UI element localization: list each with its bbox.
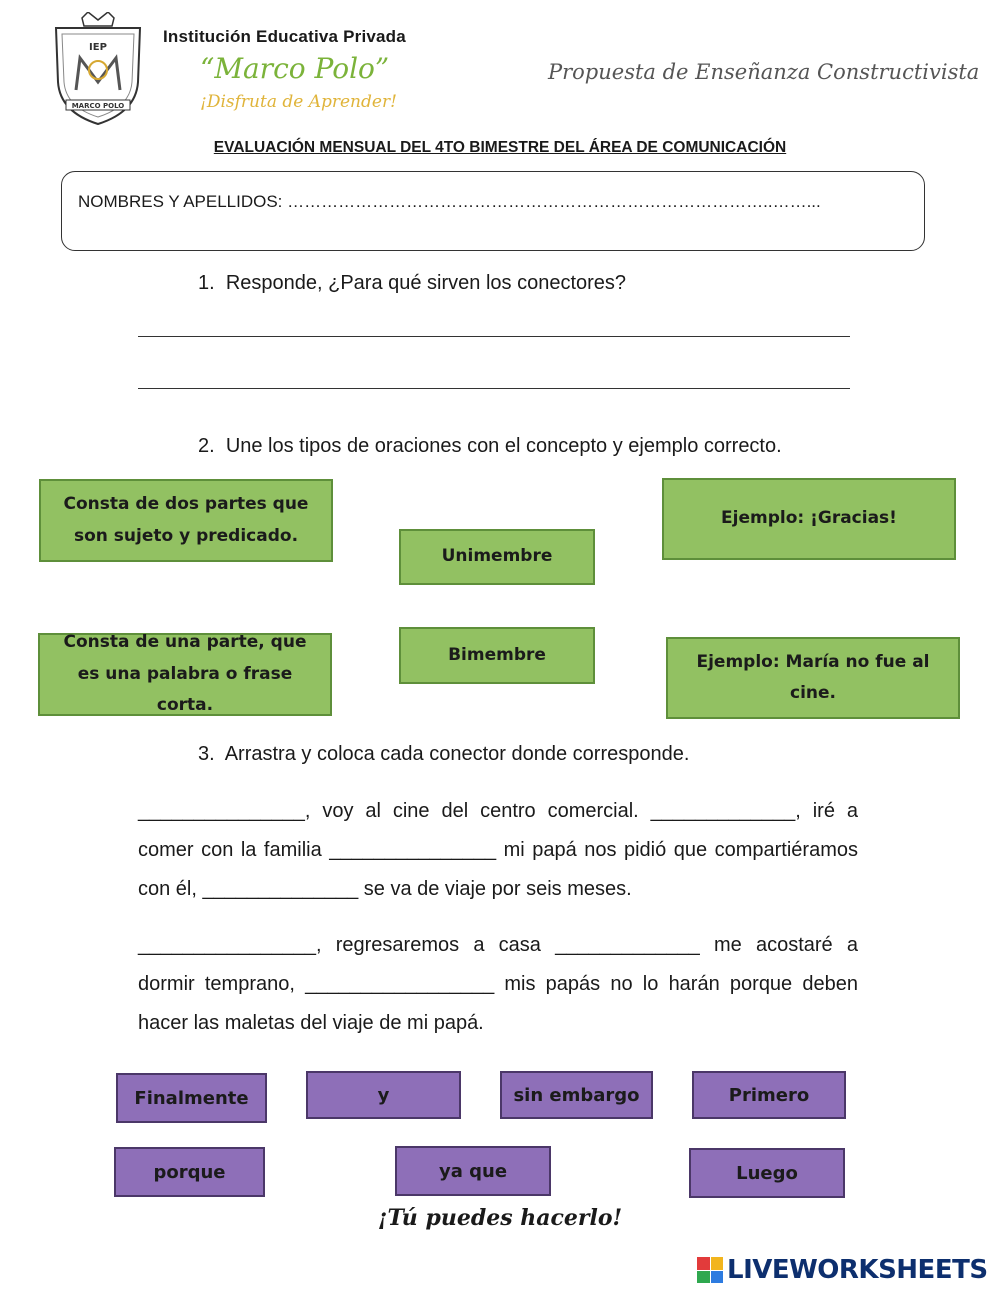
teaching-proposal: Propuesta de Enseñanza Constructivista: [548, 60, 980, 84]
fill-in-paragraph-1[interactable]: _______________, voy al cine del centro …: [138, 800, 858, 900]
question-text: Arrastra y coloca cada conector donde co…: [224, 743, 690, 765]
school-name: Institución Educativa Privada: [163, 27, 406, 46]
question-3: 3. Arrastra y coloca cada conector donde…: [198, 743, 689, 766]
svg-text:MARCO POLO: MARCO POLO: [72, 102, 125, 110]
question-number: 3.: [198, 743, 215, 765]
school-logo: IEP MARCO POLO: [52, 10, 144, 127]
answer-line-2[interactable]: [138, 388, 850, 389]
connector-chip-sin-embargo[interactable]: sin embargo: [500, 1071, 653, 1119]
exam-title: EVALUACIÓN MENSUAL DEL 4TO BIMESTRE DEL …: [213, 139, 787, 156]
concept-box-one-part[interactable]: Consta de una parte, que es una palabra …: [38, 632, 332, 716]
type-box-unimembre[interactable]: Unimembre: [399, 529, 595, 585]
example-box-gracias[interactable]: Ejemplo: ¡Gracias!: [662, 478, 956, 560]
name-box: [61, 171, 925, 251]
connector-chip-primero[interactable]: Primero: [692, 1071, 846, 1119]
school-tagline: ¡Disfruta de Aprender!: [200, 92, 397, 112]
concept-box-two-parts[interactable]: Consta de dos partes que son sujeto y pr…: [39, 479, 333, 562]
school-crest-icon: IEP MARCO POLO: [54, 10, 142, 126]
question-number: 1.: [198, 272, 215, 294]
school-motto-name: “Marco Polo”: [200, 52, 390, 85]
connector-chip-finalmente[interactable]: Finalmente: [116, 1073, 267, 1123]
answer-line-1[interactable]: [138, 336, 850, 337]
svg-text:IEP: IEP: [89, 42, 107, 53]
connector-chip-ya-que[interactable]: ya que: [395, 1146, 551, 1196]
connector-chip-porque[interactable]: porque: [114, 1147, 265, 1197]
type-box-bimembre[interactable]: Bimembre: [399, 627, 595, 684]
question-2: 2. Une los tipos de oraciones con el con…: [198, 435, 782, 458]
encouragement-text: ¡Tú puedes hacerlo!: [377, 1205, 623, 1231]
question-number: 2.: [198, 435, 215, 457]
question-text: Responde, ¿Para qué sirven los conectore…: [225, 272, 627, 294]
brand-name: LIVEWORKSHEETS: [727, 1255, 988, 1285]
connector-chip-y[interactable]: y: [306, 1071, 461, 1119]
fill-in-paragraph-2[interactable]: ________________, regresaremos a casa __…: [138, 934, 858, 1034]
question-1: 1. Responde, ¿Para qué sirven los conect…: [198, 272, 626, 295]
example-box-maria[interactable]: Ejemplo: María no fue al cine.: [666, 637, 960, 719]
liveworksheets-logo-icon: [697, 1257, 723, 1283]
name-field-label[interactable]: NOMBRES Y APELLIDOS: ……………………………………………………: [78, 192, 821, 211]
liveworksheets-brand[interactable]: LIVEWORKSHEETS: [697, 1253, 993, 1287]
question-text: Une los tipos de oraciones con el concep…: [225, 435, 782, 457]
connector-chip-luego[interactable]: Luego: [689, 1148, 845, 1198]
